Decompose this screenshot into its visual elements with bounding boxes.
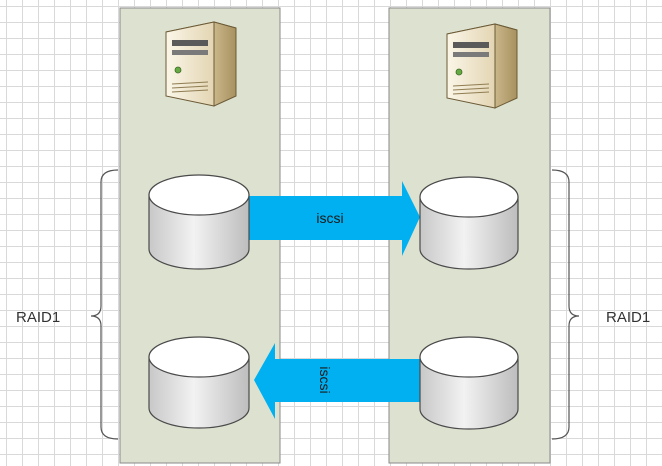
right-raid-brace xyxy=(551,169,580,440)
bottom-iscsi-arrow: iscsi xyxy=(254,343,420,419)
left-bottom-disk-icon xyxy=(148,336,250,429)
left-server-icon xyxy=(165,21,237,107)
top-iscsi-arrow: iscsi xyxy=(248,181,420,256)
bottom-iscsi-label: iscsi xyxy=(317,366,333,393)
left-top-disk-icon xyxy=(148,174,250,270)
left-raid-brace xyxy=(90,169,119,440)
right-bottom-disk-icon xyxy=(419,336,519,430)
top-iscsi-label: iscsi xyxy=(316,210,343,226)
right-server-icon xyxy=(446,23,518,109)
right-top-disk-icon xyxy=(419,176,519,270)
left-raid-label: RAID1 xyxy=(16,309,60,326)
right-raid-label: RAID1 xyxy=(606,309,650,326)
